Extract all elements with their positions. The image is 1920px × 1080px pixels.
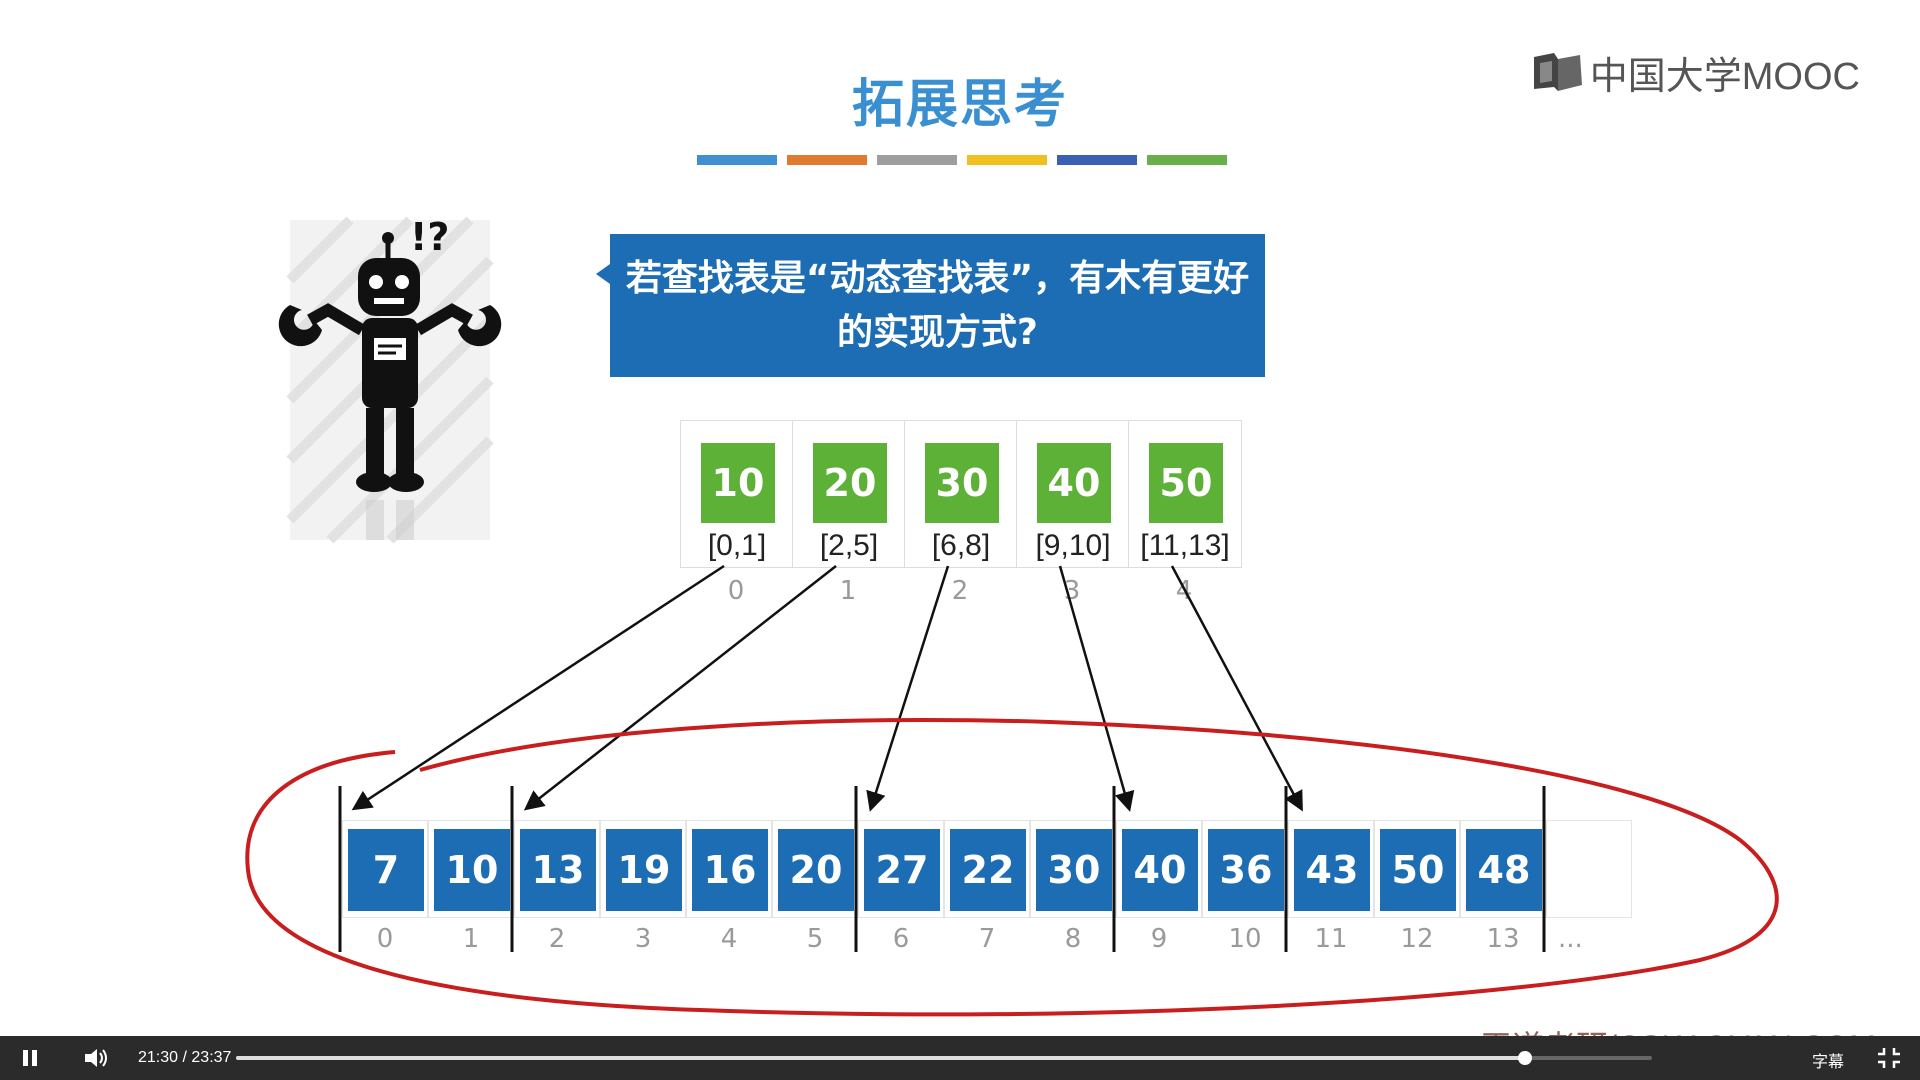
array-position: 10 <box>1228 924 1262 954</box>
color-bar <box>697 155 777 165</box>
array-cell: 7 <box>342 820 428 918</box>
index-range: [6,8] <box>931 529 991 562</box>
index-key: 20 <box>813 443 887 523</box>
array-cell: 40 <box>1116 820 1202 918</box>
array-key: 10 <box>434 829 510 911</box>
watermark: 王道考研/CSKAOYAN.COM <box>1480 1022 1876 1036</box>
index-position: 1 <box>839 576 857 606</box>
color-bar <box>967 155 1047 165</box>
index-table: 10 [0,1] 20 [2,5] 30 [6,8] 40 [9,10] 50 [11,13] <box>680 420 1242 568</box>
array-position: 0 <box>376 924 394 954</box>
array-position: 1 <box>462 924 480 954</box>
index-position: 0 <box>727 576 745 606</box>
index-range: [2,5] <box>819 529 879 562</box>
array-key: 36 <box>1208 829 1284 911</box>
array-position: 5 <box>806 924 824 954</box>
exit-fullscreen-icon <box>1878 1048 1900 1068</box>
mooc-book-icon <box>1533 52 1582 91</box>
index-position: 3 <box>1063 576 1081 606</box>
array-key: 30 <box>1036 829 1112 911</box>
array-cell: 48 <box>1460 820 1546 918</box>
array-cell: 50 <box>1374 820 1460 918</box>
array-position: 8 <box>1064 924 1082 954</box>
color-bar <box>787 155 867 165</box>
index-key: 10 <box>701 443 775 523</box>
pause-icon <box>23 1050 37 1066</box>
array-position: 7 <box>978 924 996 954</box>
array-key: 48 <box>1466 829 1542 911</box>
array-position: 2 <box>548 924 566 954</box>
subtitle-button[interactable]: 字幕 <box>1812 1052 1845 1071</box>
volume-button[interactable] <box>74 1036 118 1080</box>
index-key: 40 <box>1037 443 1111 523</box>
array-key: 13 <box>520 829 596 911</box>
color-divider <box>697 155 1227 165</box>
exit-fullscreen-button[interactable] <box>1876 1046 1902 1070</box>
array-cell: 10 <box>428 820 514 918</box>
array-position: 9 <box>1150 924 1168 954</box>
confused-robot-icon: !? <box>278 215 502 544</box>
array-key: 22 <box>950 829 1026 911</box>
array-position: 12 <box>1400 924 1434 954</box>
array-key: 50 <box>1380 829 1456 911</box>
array-cell: 27 <box>858 820 944 918</box>
color-bar <box>877 155 957 165</box>
progress-handle[interactable] <box>1517 1051 1532 1065</box>
index-position: 4 <box>1175 576 1193 606</box>
array-key: 16 <box>692 829 768 911</box>
index-entry: 40 [9,10] <box>1017 421 1129 567</box>
brand-name: 中国大学MOOC <box>1589 56 1860 98</box>
question-bubble: 若查找表是“动态查找表”，有木有更好的实现方式? <box>596 234 1265 377</box>
array-position: 4 <box>720 924 738 954</box>
array-key: 19 <box>606 829 682 911</box>
index-range: [0,1] <box>707 529 767 562</box>
array-cell: 20 <box>772 820 858 918</box>
array-cell: 30 <box>1030 820 1116 918</box>
index-key: 30 <box>925 443 999 523</box>
array-position: 11 <box>1314 924 1348 954</box>
current-time: 21:30 <box>138 1049 179 1066</box>
index-position: 2 <box>951 576 969 606</box>
array-key: 40 <box>1122 829 1198 911</box>
color-bar <box>1057 155 1137 165</box>
progress-bar[interactable] <box>236 1051 1652 1065</box>
time-separator: / <box>182 1049 187 1066</box>
array-position: 6 <box>892 924 910 954</box>
index-entry: 20 [2,5] <box>793 421 905 567</box>
array-cell: 13 <box>514 820 600 918</box>
brand-logo: 中国大学MOOC <box>1532 45 1860 100</box>
time-display: 21:30 / 23:37 <box>138 1049 231 1067</box>
array-position: 3 <box>634 924 652 954</box>
volume-icon <box>85 1049 107 1067</box>
pause-button[interactable] <box>8 1036 52 1080</box>
array-cell: 22 <box>944 820 1030 918</box>
array-cell: 16 <box>686 820 772 918</box>
color-bar <box>1147 155 1227 165</box>
index-range: [9,10] <box>1035 529 1111 562</box>
array-cell: 36 <box>1202 820 1288 918</box>
array-key: 27 <box>864 829 940 911</box>
video-controls: 21:30 / 23:37 字幕 <box>0 1036 1920 1080</box>
array-ellipsis: ... <box>1558 924 1583 954</box>
array-cell: 19 <box>600 820 686 918</box>
index-range: [11,13] <box>1140 529 1230 562</box>
index-key: 50 <box>1149 443 1223 523</box>
array-cell <box>1546 820 1632 918</box>
array-key: 20 <box>778 829 854 911</box>
array-key: 43 <box>1294 829 1370 911</box>
svg-text:!?: !? <box>410 215 449 259</box>
video-frame[interactable]: 拓展思考 中国大学MOOC !? <box>0 0 1920 1036</box>
array-position: 13 <box>1486 924 1520 954</box>
pointer-arrow <box>351 564 725 811</box>
duration: 23:37 <box>191 1049 232 1066</box>
index-entry: 10 [0,1] <box>681 421 793 567</box>
progress-fill <box>236 1056 1525 1060</box>
slide-title: 拓展思考 <box>851 75 1068 135</box>
index-entry: 30 [6,8] <box>905 421 1017 567</box>
array-cell: 43 <box>1288 820 1374 918</box>
index-entry: 50 [11,13] <box>1129 421 1241 567</box>
array-key: 7 <box>348 829 424 911</box>
